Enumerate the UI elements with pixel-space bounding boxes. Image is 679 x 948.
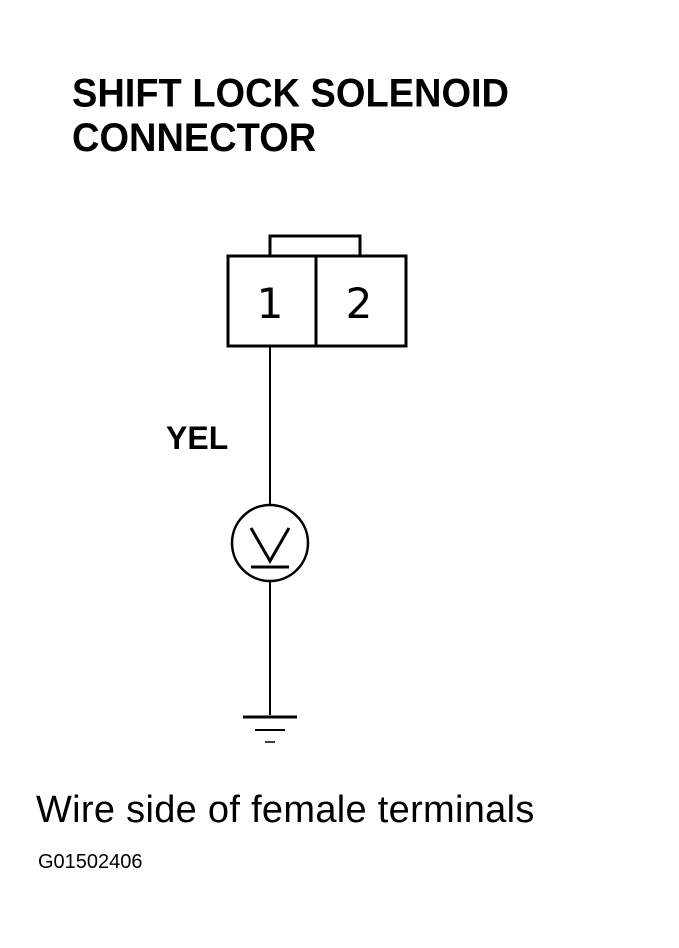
voltmeter-v-symbol [249,527,291,565]
title-line-1: SHIFT LOCK SOLENOID [72,72,509,117]
figure-id: G01502406 [38,851,143,873]
diagram-caption: Wire side of female terminals [36,789,535,831]
pin-1-label: 1 [257,279,284,328]
voltmeter-icon [230,503,310,583]
pin-2-label: 2 [346,279,373,328]
ground-icon [243,715,297,743]
wire-color-label: YEL [166,420,229,456]
connector-latch [268,234,362,256]
diagram-title: SHIFT LOCK SOLENOID CONNECTOR [72,72,509,160]
title-line-2: CONNECTOR [72,116,317,161]
